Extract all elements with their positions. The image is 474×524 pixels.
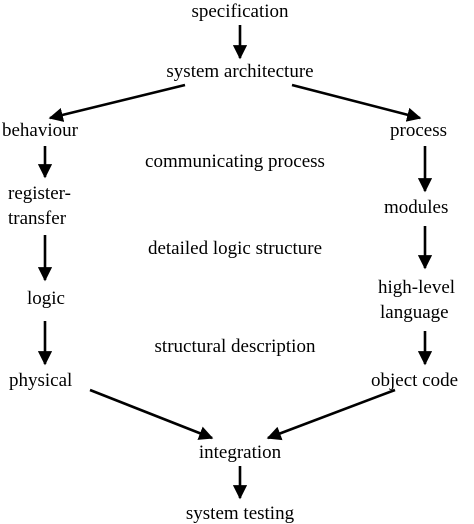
node-integration: integration xyxy=(198,442,282,463)
node-object-code: object code xyxy=(371,370,459,391)
label-structural-description: structural description xyxy=(154,336,316,357)
node-register-transfer-line1: register- xyxy=(8,183,71,204)
arrow-architecture-to-process xyxy=(291,83,422,122)
node-physical: physical xyxy=(9,370,73,391)
node-behaviour: behaviour xyxy=(2,120,78,141)
arrow-object-code-to-integration xyxy=(266,388,396,441)
arrow-architecture-to-behaviour xyxy=(48,83,186,122)
node-high-level-language-line1: high-level xyxy=(378,277,456,298)
node-register-transfer-line2: transfer xyxy=(8,208,67,229)
node-high-level-language-line2: language xyxy=(380,302,449,323)
node-logic: logic xyxy=(27,288,65,309)
node-system-architecture: system architecture xyxy=(166,61,314,82)
node-specification: specification xyxy=(191,1,289,22)
node-system-testing: system testing xyxy=(185,503,295,524)
arrow-physical-to-integration xyxy=(89,388,214,440)
label-communicating-process: communicating process xyxy=(145,151,325,172)
label-detailed-logic-structure: detailed logic structure xyxy=(147,238,323,259)
node-modules: modules xyxy=(384,197,449,218)
node-process: process xyxy=(390,120,447,141)
